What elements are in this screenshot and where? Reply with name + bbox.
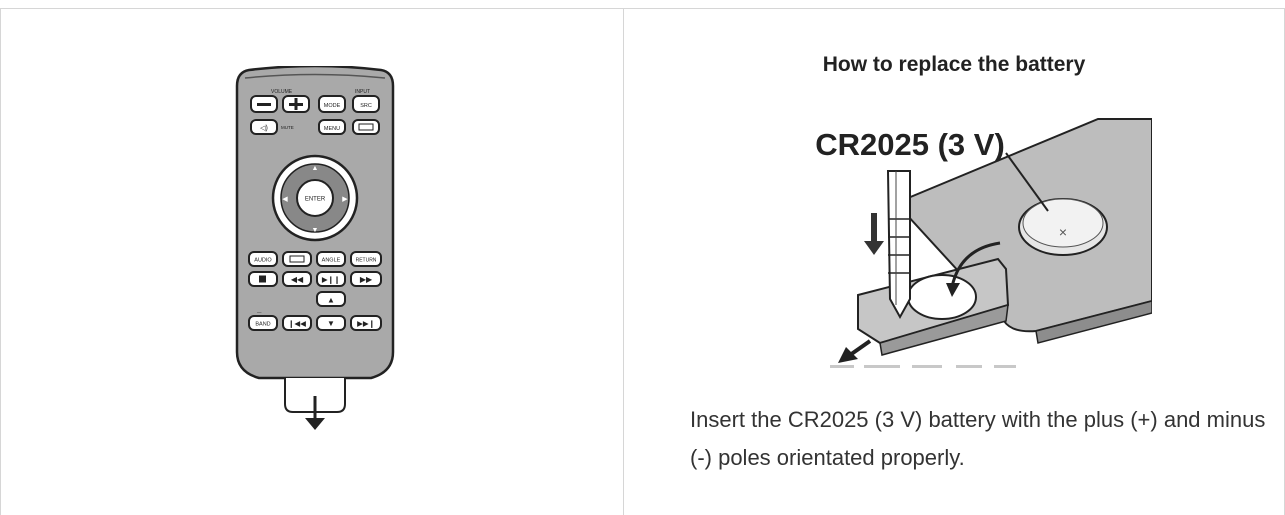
top-menu-button[interactable] <box>352 119 380 135</box>
fast-forward-button[interactable]: ▶▶ <box>350 271 382 287</box>
table-border-top <box>0 8 1285 9</box>
rewind-button[interactable]: ◀◀ <box>282 271 312 287</box>
table-divider <box>623 8 624 515</box>
angle-button-label: ANGLE <box>322 258 341 264</box>
previous-icon: ❙◀◀ <box>288 319 306 328</box>
down-triangle-icon: ▼ <box>327 319 335 328</box>
mute-label: MUTE <box>281 125 294 130</box>
remote-cell: VOLUME INPUT MODE SRC <box>1 9 623 515</box>
subtitle-button[interactable] <box>282 251 312 267</box>
remote-control-illustration: VOLUME INPUT MODE SRC <box>235 66 395 430</box>
input-label: INPUT <box>355 89 370 95</box>
band-button[interactable]: BAND <box>248 315 278 331</box>
battery-title: How to replace the battery <box>822 53 1086 76</box>
battery-replacement-illustration: × CR2025 (3 V) <box>815 118 1152 368</box>
table-border-left <box>0 8 1 515</box>
mode-button[interactable]: MODE <box>318 95 346 113</box>
rewind-icon: ◀◀ <box>291 275 304 284</box>
previous-button[interactable]: ❙◀◀ <box>282 315 312 331</box>
enter-button-label: ENTER <box>305 197 326 203</box>
volume-plus-button[interactable] <box>282 95 310 113</box>
up-triangle-icon: ▲ <box>327 296 335 305</box>
audio-button[interactable]: AUDIO <box>248 251 278 267</box>
up-button[interactable]: ▲ <box>316 291 346 307</box>
left-arrow-icon: ◀ <box>282 196 288 203</box>
enter-button[interactable]: ENTER <box>296 179 334 217</box>
next-icon: ▶▶❙ <box>357 319 375 328</box>
src-button[interactable]: SRC <box>352 95 380 113</box>
battery-description: Insert the CR2025 (3 V) battery with the… <box>690 407 1266 470</box>
audio-button-label: AUDIO <box>254 258 272 264</box>
menu-button-label: MENU <box>324 126 340 132</box>
band-small-label: — <box>257 310 262 315</box>
return-button[interactable]: RETURN <box>350 251 382 267</box>
down-arrow-icon: ▼ <box>312 227 319 234</box>
fast-forward-icon: ▶▶ <box>360 275 373 284</box>
up-arrow-icon: ▲ <box>312 165 319 172</box>
menu-button[interactable]: MENU <box>318 119 346 135</box>
src-button-label: SRC <box>360 103 372 109</box>
band-button-label: BAND <box>255 322 270 328</box>
play-pause-button[interactable]: ▶❙❙ <box>316 271 346 287</box>
angle-button[interactable]: ANGLE <box>316 251 346 267</box>
play-pause-icon: ▶❙❙ <box>322 275 340 284</box>
stop-button[interactable] <box>248 271 278 287</box>
volume-label: VOLUME <box>271 89 293 95</box>
battery-type-label: CR2025 (3 V) <box>815 127 1005 162</box>
mode-button-label: MODE <box>324 103 341 109</box>
battery-cell: How to replace the battery × <box>624 9 1284 515</box>
return-button-label: RETURN <box>356 258 377 264</box>
mute-button[interactable]: ◁) <box>250 119 278 135</box>
down-button[interactable]: ▼ <box>316 315 346 331</box>
volume-minus-button[interactable] <box>250 95 278 113</box>
plus-mark-icon: × <box>1059 224 1067 240</box>
next-button[interactable]: ▶▶❙ <box>350 315 382 331</box>
speaker-icon: ◁) <box>260 125 268 132</box>
right-arrow-icon: ▶ <box>342 196 348 203</box>
